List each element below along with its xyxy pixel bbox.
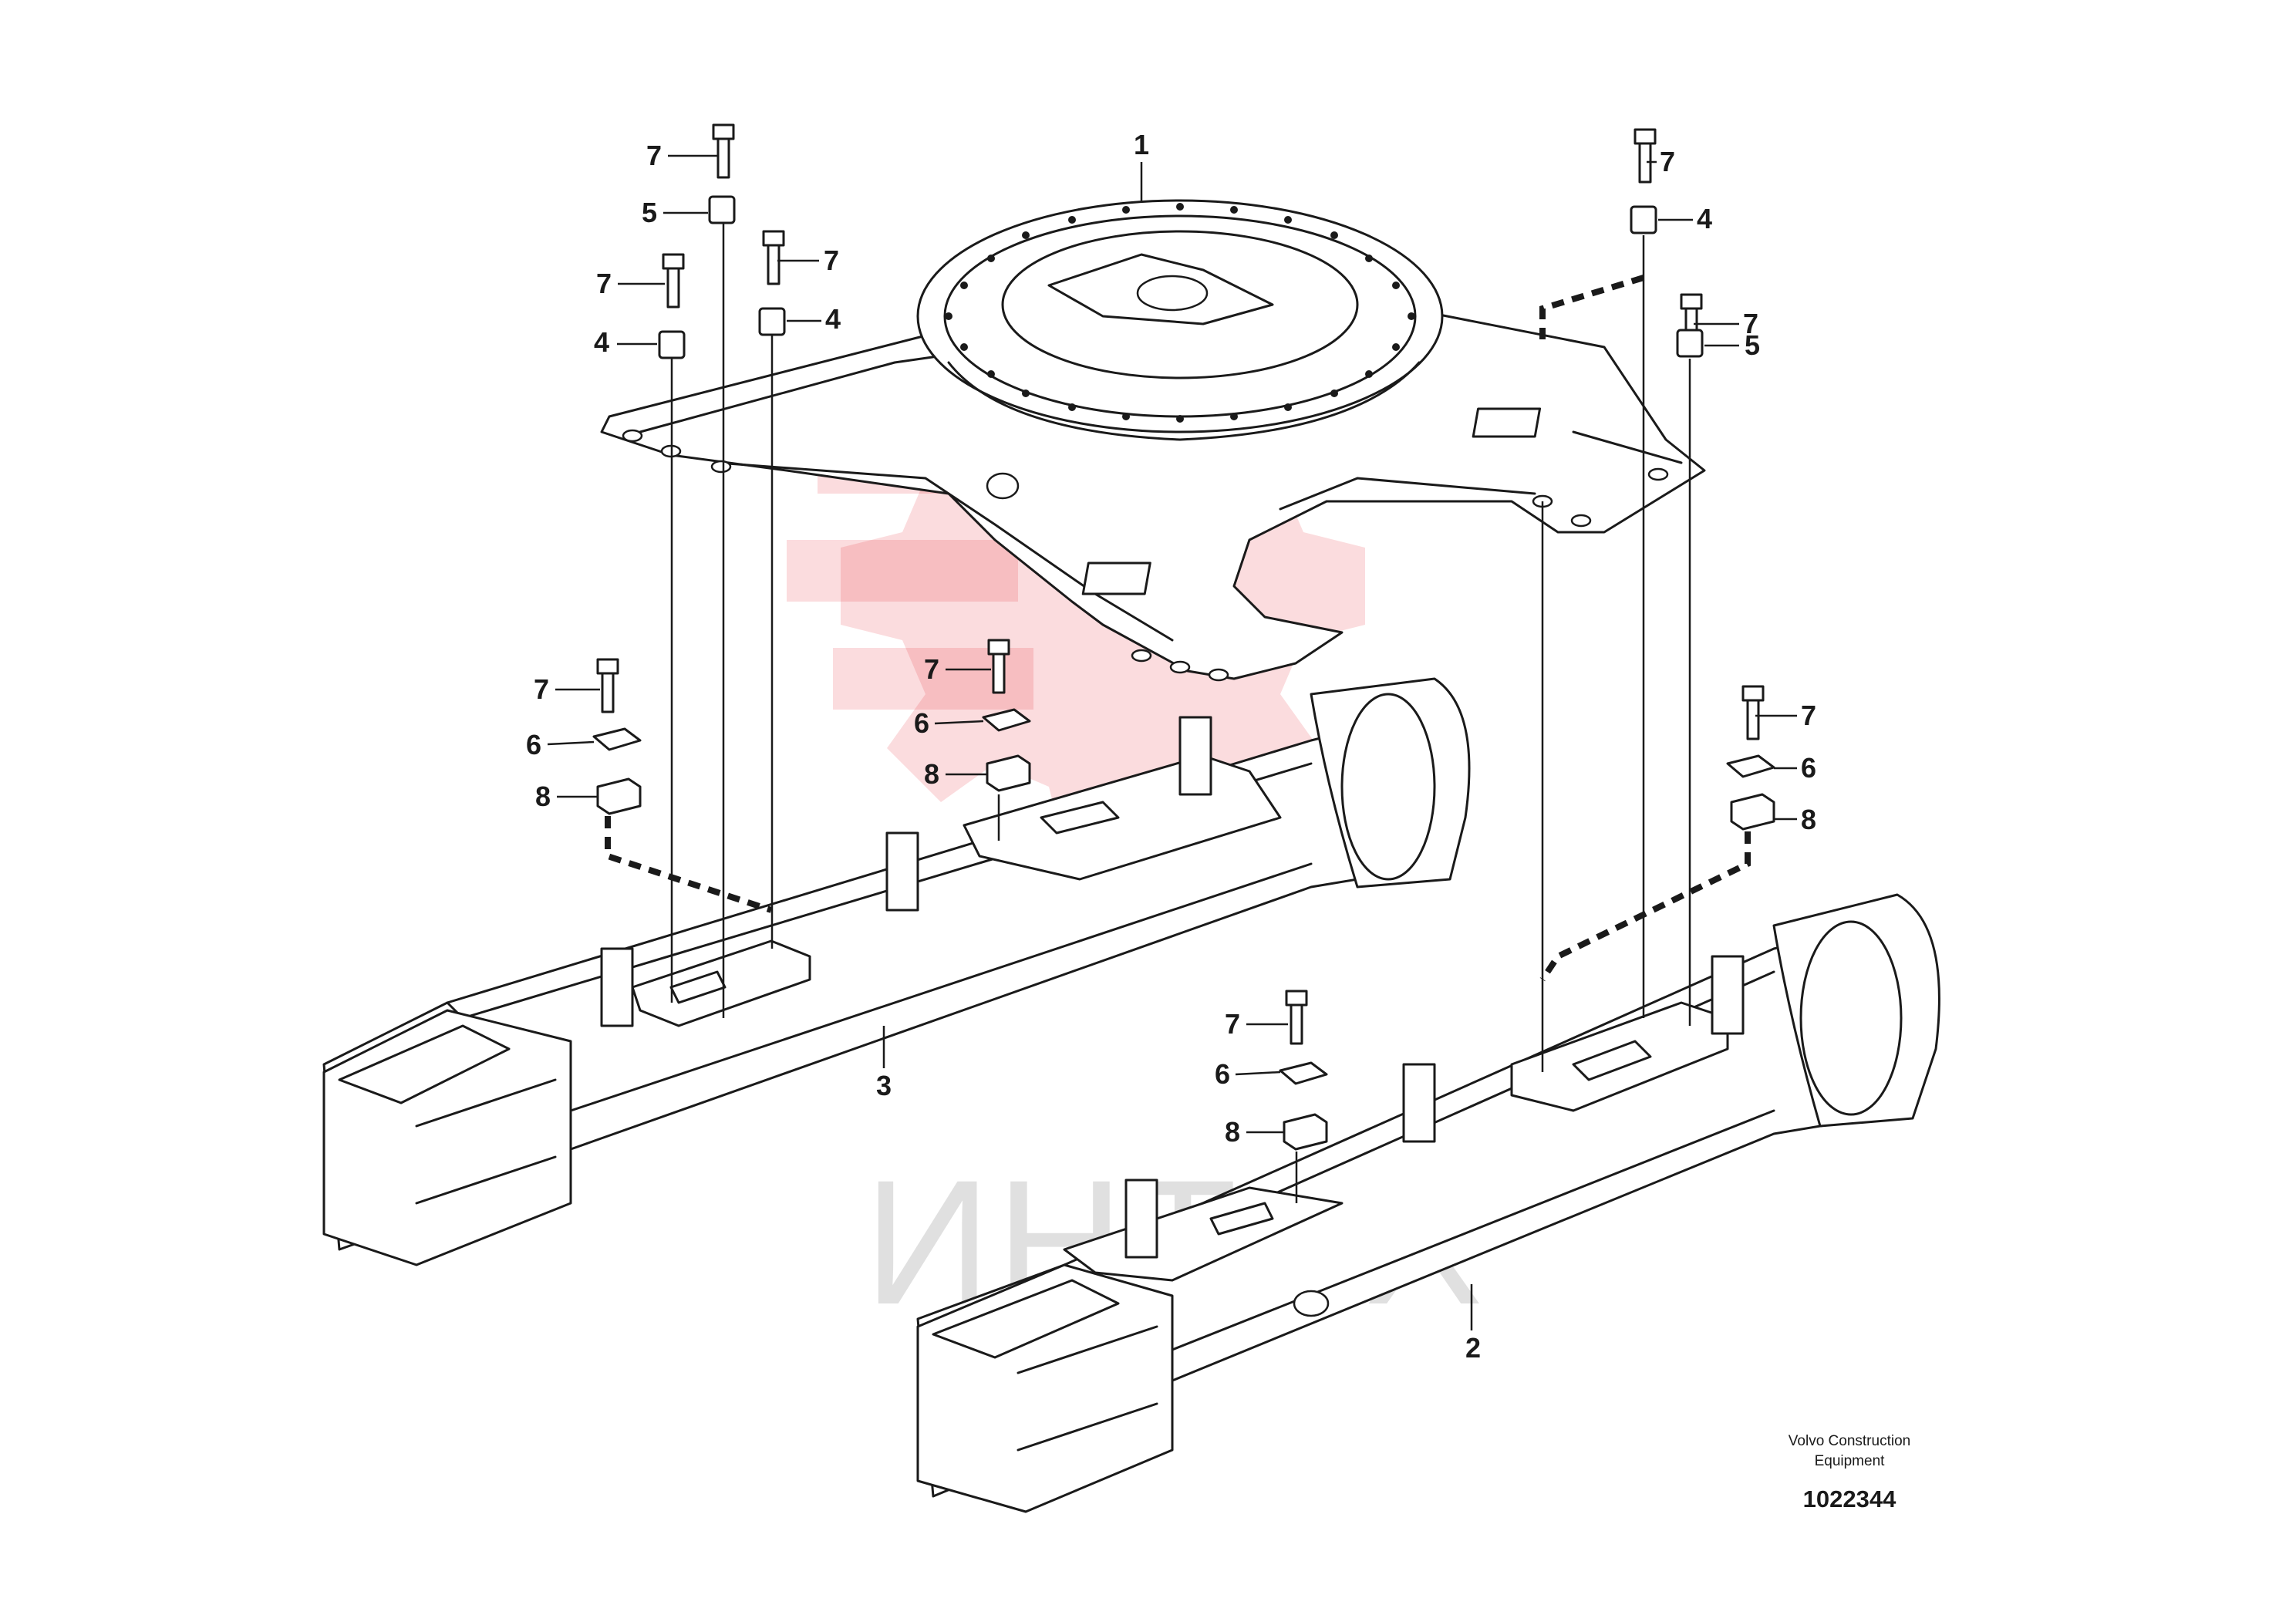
caption-line-2: Equipment (1815, 1453, 1886, 1469)
callout-5-right: 5 (1745, 329, 1760, 361)
callout-6-right: 6 (1801, 752, 1816, 784)
bolt-icon (712, 123, 735, 179)
callout-8-lower: 8 (1225, 1116, 1240, 1148)
callout-7-h: 7 (1801, 700, 1816, 731)
bolt-icon (987, 639, 1010, 694)
fasteners (592, 123, 1775, 1203)
callout-7-i: 7 (1225, 1008, 1240, 1040)
bolt-icon (662, 253, 685, 309)
callout-1: 1 (1134, 129, 1149, 160)
callout-7-f: 7 (534, 673, 549, 705)
bolt-icon (1741, 685, 1765, 740)
reference-number: 1022344 (1803, 1485, 1896, 1512)
callout-7-e: 7 (1743, 308, 1758, 339)
callout-7-d: 7 (596, 268, 612, 299)
bolt-icon (596, 658, 619, 713)
callout-8-center: 8 (924, 758, 939, 790)
callout-8-right: 8 (1801, 804, 1816, 835)
callout-3: 3 (876, 1070, 892, 1101)
callout-8-left: 8 (535, 781, 551, 812)
spacer-icon (1630, 205, 1657, 234)
callout-4-mid: 4 (825, 303, 841, 335)
callout-7-b: 7 (1660, 146, 1675, 177)
part-3-left-track-frame (322, 677, 1471, 1266)
bolt-icon (1680, 293, 1703, 349)
callout-6-lower: 6 (1215, 1058, 1230, 1090)
callout-6-left: 6 (526, 729, 541, 760)
bolt-icon (1285, 990, 1308, 1045)
callout-5-left: 5 (642, 197, 657, 228)
caption: Volvo Construction Equipment 1022344 (1789, 1433, 1910, 1512)
callout-4-top-right: 4 (1697, 203, 1712, 234)
callout-6-center: 6 (914, 707, 929, 739)
spacer-icon (1676, 329, 1704, 358)
spacer-icon (758, 307, 786, 336)
part-1-upper-frame (600, 199, 1706, 682)
callouts: 1 2 3 4 4 4 5 5 6 6 6 6 7 7 7 7 (526, 129, 1816, 1364)
clamp-plate-icon (592, 727, 642, 751)
clamp-plate-icon (982, 708, 1031, 732)
callout-7-c: 7 (824, 244, 839, 276)
callout-7-g: 7 (924, 653, 939, 685)
clamp-plate-icon (1279, 1061, 1328, 1085)
callout-2: 2 (1465, 1332, 1481, 1364)
bolt-icon (1633, 128, 1657, 184)
bolt-icon (762, 230, 785, 285)
ring-bolt-holes (945, 203, 1415, 423)
callout-4-left: 4 (594, 326, 609, 358)
spacer-icon (708, 195, 736, 224)
clamp-block-icon (596, 777, 642, 815)
clamp-block-icon (986, 754, 1031, 792)
part-2-right-track-frame (916, 893, 1940, 1513)
spacer-icon (658, 330, 686, 359)
clamp-block-icon (1283, 1113, 1328, 1151)
caption-line-1: Volvo Construction (1789, 1433, 1910, 1449)
callout-7-a: 7 (646, 140, 662, 171)
clamp-plate-icon (1726, 754, 1775, 778)
clamp-block-icon (1730, 793, 1775, 831)
